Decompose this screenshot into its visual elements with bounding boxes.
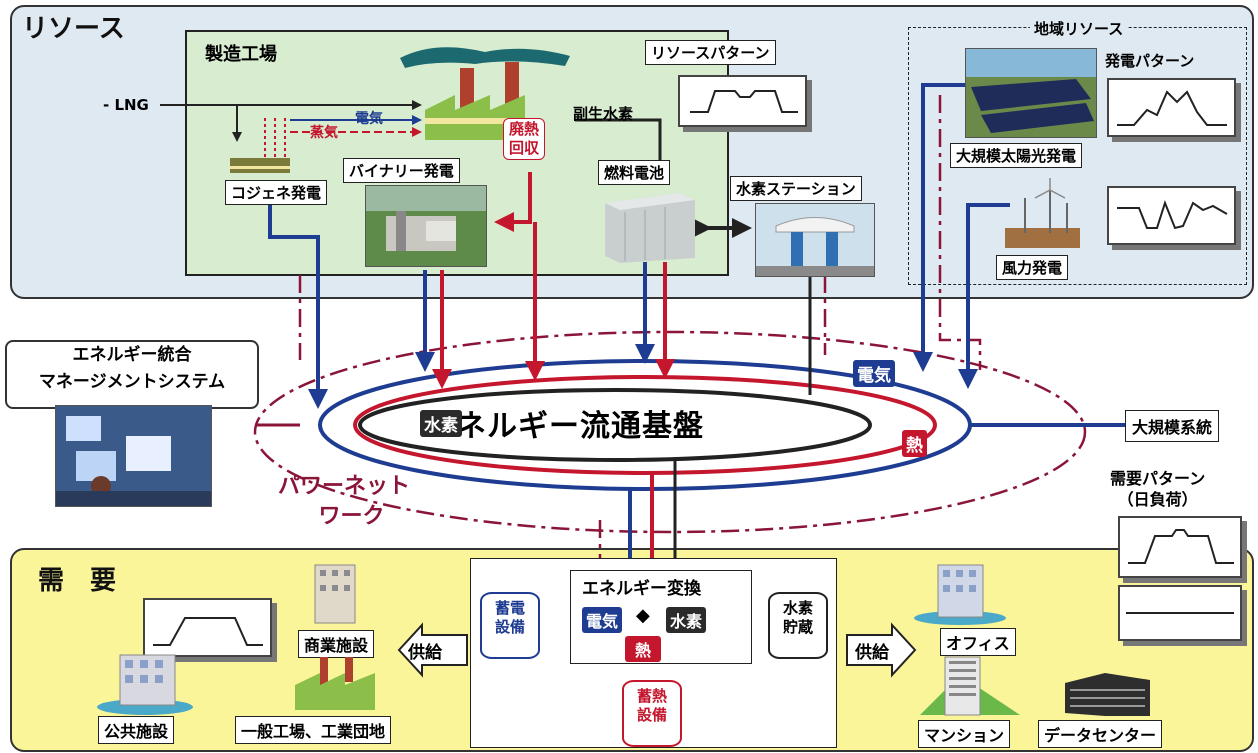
generation-pattern-label: 発電パターン — [1105, 52, 1195, 70]
ems-control-room-photo — [55, 405, 212, 507]
resource-pattern-label: リソースパターン — [645, 40, 776, 65]
binary-label: バイナリー発電 — [343, 158, 460, 183]
solar-pattern-graph — [1107, 78, 1236, 137]
grid-label: 大規模系統 — [1125, 410, 1220, 442]
conversion-hydrogen-tag: 水素 — [666, 607, 707, 633]
supply-right-arrow — [846, 622, 917, 678]
wind-turbine-photo — [1005, 178, 1080, 248]
power-network-line1: パワーネット — [278, 474, 411, 499]
electricity-tag: 電気 — [853, 360, 895, 387]
factory-icon — [400, 47, 570, 140]
binary-plant-photo — [365, 185, 487, 267]
hydrogen-station-photo — [755, 203, 875, 277]
power-network-line2: ワーク — [318, 504, 385, 529]
supply-left-label: 供給 — [408, 643, 442, 663]
demand-title: 需 要 — [38, 566, 117, 596]
conversion-electricity-tag: 電気 — [582, 607, 623, 633]
demand-pattern-line2: （日負荷） — [1117, 490, 1198, 509]
solar-photo — [965, 48, 1097, 138]
conversion-exchange-icon: ◆ — [636, 605, 650, 626]
datacenter-label: データセンター — [1038, 720, 1163, 748]
demand-pattern-graph-1 — [1118, 516, 1242, 578]
commercial-building-icon — [314, 564, 356, 624]
office-label: オフィス — [940, 628, 1016, 656]
supply-left-arrow — [397, 622, 468, 678]
heat-storage: 蓄熱 設備 — [622, 680, 682, 747]
conversion-heat-tag: 熱 — [625, 636, 662, 662]
energy-platform-label: エネルギー流通基盤 — [425, 409, 704, 444]
regional-title: 地域リソース — [1030, 18, 1128, 39]
cogeneration-icon — [230, 118, 290, 173]
wind-label: 風力発電 — [996, 255, 1069, 280]
ems-title-line1: エネルギー統合 — [72, 345, 192, 365]
demand-pattern-graph-2 — [1118, 585, 1242, 641]
industrial-zone-label: 一般工場、工業団地 — [235, 716, 392, 744]
factory-title: 製造工場 — [205, 44, 277, 65]
public-pattern-graph — [143, 598, 272, 657]
supply-right-label: 供給 — [855, 643, 889, 663]
demand-pattern-label: 需要パターン （日負荷） — [1110, 468, 1205, 510]
electricity-small-label: 電気 — [355, 111, 383, 127]
commercial-facility-label: 商業施設 — [298, 630, 375, 658]
energy-conversion-title: エネルギー変換 — [582, 579, 701, 599]
steam-label: 蒸気 — [310, 125, 338, 141]
hydrogen-tag: 水素 — [420, 410, 462, 437]
demand-pattern-line1: 需要パターン — [1110, 469, 1206, 488]
fuel-cell-label: 燃料電池 — [598, 160, 671, 185]
cogeneration-label: コジェネ発電 — [225, 180, 328, 205]
heat-tag: 熱 — [902, 430, 927, 457]
mansion-building-icon — [920, 656, 1020, 716]
hydrogen-station-label: 水素ステーション — [730, 176, 862, 201]
lng-label: - LNG — [103, 96, 149, 114]
ems-title-line2: マネージメントシステム — [38, 372, 226, 392]
fuel-cell-photo — [600, 188, 700, 263]
hydrogen-storage: 水素 貯蔵 — [768, 592, 828, 659]
battery-storage: 蓄電 設備 — [480, 592, 540, 659]
public-building-icon — [97, 654, 193, 715]
byproduct-hydrogen-label: 副生水素 — [573, 105, 634, 123]
ems-box: エネルギー統合 マネージメントシステム — [5, 340, 259, 409]
datacenter-building-icon — [1065, 673, 1150, 716]
waste-heat-recovery-label: 廃熱 回収 — [503, 118, 546, 160]
mansion-label: マンション — [918, 720, 1011, 748]
resource-pattern-graph — [678, 75, 807, 127]
industrial-factory-icon — [295, 657, 375, 710]
power-network-label: パワーネット ワーク — [278, 472, 410, 532]
office-building-icon — [914, 564, 1006, 625]
wind-pattern-graph — [1107, 186, 1236, 245]
resources-title: リソース — [22, 14, 125, 44]
public-facility-label: 公共施設 — [98, 716, 175, 744]
solar-label: 大規模太陽光発電 — [950, 143, 1083, 168]
